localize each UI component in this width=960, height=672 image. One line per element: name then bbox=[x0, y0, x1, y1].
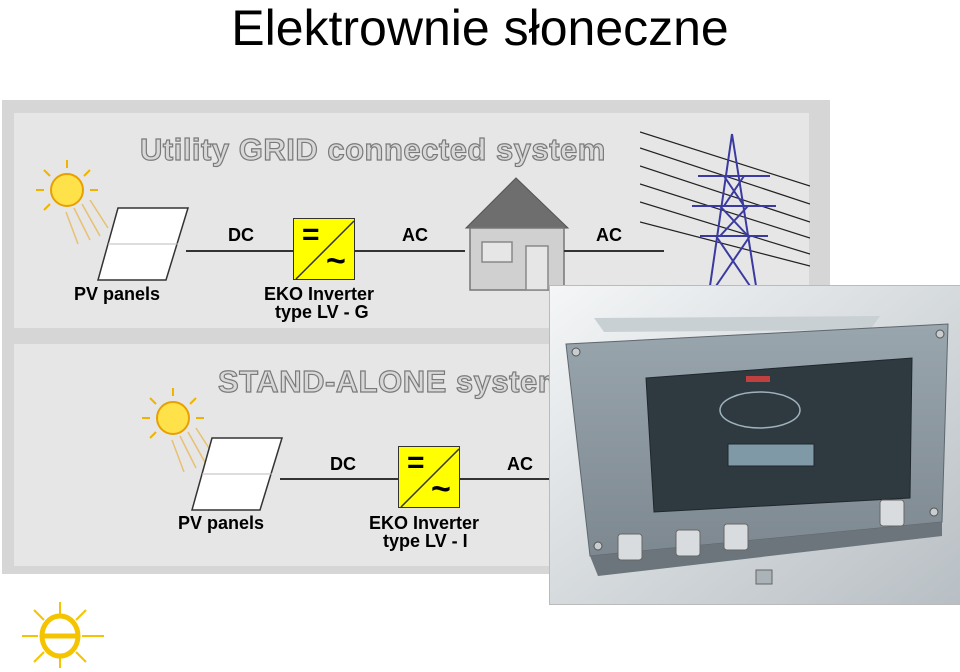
inverter-ac-symbol: ~ bbox=[431, 470, 451, 508]
page-title: Elektrownie słoneczne bbox=[231, 0, 729, 56]
inverter-label-line1: EKO Inverter bbox=[264, 284, 375, 304]
pv-panel-icon bbox=[97, 207, 190, 281]
sun-icon bbox=[36, 160, 109, 245]
dc-label: DC bbox=[228, 225, 254, 245]
grid-system-heading: Utility GRID connected system bbox=[139, 131, 606, 167]
inverter-label-line2: type LV - I bbox=[383, 531, 468, 551]
inverter-dc-symbol: = bbox=[302, 218, 320, 251]
ac-label-2: AC bbox=[596, 225, 622, 245]
ac-label: AC bbox=[507, 454, 533, 474]
inverter-ac-symbol: ~ bbox=[326, 242, 346, 280]
ac-wire bbox=[460, 478, 560, 480]
logo-icon bbox=[22, 602, 104, 668]
ac-label-1: AC bbox=[402, 225, 428, 245]
pv-panels-label: PV panels bbox=[74, 284, 161, 304]
inverter-icon: = ~ bbox=[398, 446, 460, 508]
ac-wire-2 bbox=[564, 250, 664, 252]
stand-alone-heading: STAND-ALONE system bbox=[217, 363, 566, 399]
pv-panels-label: PV panels bbox=[178, 513, 265, 533]
dc-wire bbox=[280, 478, 400, 480]
inverter-icon: = ~ bbox=[293, 218, 355, 280]
ac-wire-1 bbox=[355, 250, 465, 252]
inverter-dc-symbol: = bbox=[407, 446, 425, 479]
pv-panel-icon bbox=[191, 437, 284, 511]
house-icon bbox=[464, 177, 570, 291]
power-pylon-icon bbox=[640, 131, 810, 287]
inverter-device-photo bbox=[550, 286, 960, 604]
inverter-label-line2: type LV - G bbox=[275, 302, 369, 322]
dc-label: DC bbox=[330, 454, 356, 474]
inverter-label-line1: EKO Inverter bbox=[369, 513, 480, 533]
dc-wire bbox=[186, 250, 296, 252]
sun-icon bbox=[142, 388, 215, 473]
